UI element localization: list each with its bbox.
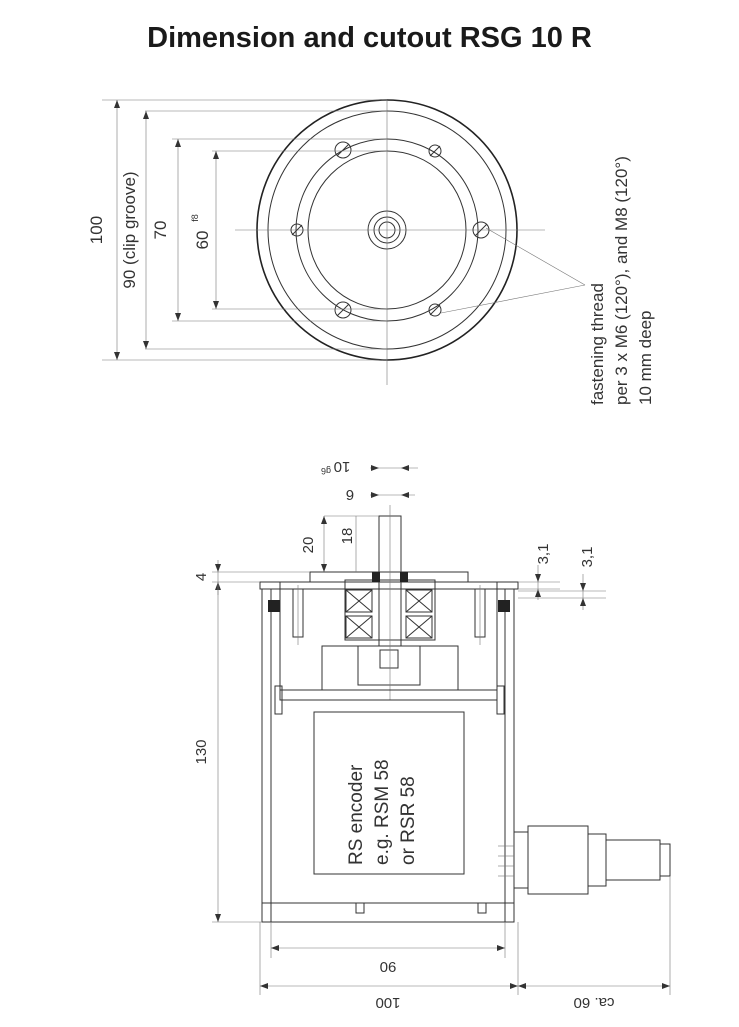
dim-line-70: [175, 139, 181, 321]
dim-18-label: 18: [339, 528, 356, 545]
dim-90-bottom-label: 90: [380, 958, 397, 975]
m6-hole-bottom-right: [428, 303, 442, 317]
bearing-left: [345, 589, 373, 639]
m8-hole-bottom-left: [334, 301, 352, 319]
housing-body-section: [279, 571, 498, 691]
dim-line-100: [114, 100, 120, 360]
side-view: RS encoder e.g. RSM 58 or RSR 58 10 g6 6: [193, 458, 671, 1011]
m6-hole-top-right: [428, 144, 442, 158]
thread-note-line-3: 10 mm deep: [636, 311, 655, 406]
bottom-cover: [261, 902, 515, 923]
dim-line-90: [143, 111, 149, 349]
coupling-section: [357, 645, 421, 686]
dim-ca60-label: ca. 60: [574, 994, 615, 1011]
dim-4-label: 4: [193, 573, 210, 581]
top-flange: [259, 581, 519, 590]
dim-100-label: 100: [87, 216, 106, 244]
dim-60-label: 60: [193, 231, 212, 250]
drawing-title: Dimension and cutout RSG 10 R: [147, 22, 592, 54]
front-view: 100 90 (clip groove) 70 60 f8 fastening …: [87, 99, 655, 406]
thread-leader-line-2: [440, 284, 586, 314]
dim-10-tolerance: g6: [321, 466, 331, 476]
left-housing-wall: [261, 588, 272, 923]
encoder-mount-plate: [279, 689, 498, 701]
dim-60-tolerance: f8: [190, 214, 200, 222]
dim-6-label: 6: [346, 486, 354, 503]
m6-hole-left: [290, 223, 304, 237]
encoder-label-line-3: or RSR 58: [398, 776, 419, 865]
clip-right: [498, 600, 510, 612]
dim-3-1-label-a: 3,1: [535, 544, 552, 565]
thread-note-line-2: per 3 x M6 (120°), and M8 (120°): [612, 156, 631, 405]
dim-100-bottom-label: 100: [375, 994, 400, 1011]
seal-right: [400, 572, 408, 582]
dim-70-label: 70: [151, 221, 170, 240]
dim-line-60: [213, 151, 219, 309]
right-housing-wall: [504, 588, 515, 923]
screw-right: [474, 585, 486, 645]
bearing-right: [405, 589, 433, 639]
clip-left: [268, 600, 280, 612]
encoder-label-line-1: RS encoder: [346, 764, 367, 865]
dim-90-label: 90 (clip groove): [120, 171, 139, 288]
thread-note-line-1: fastening thread: [588, 283, 607, 405]
encoder-body: [313, 711, 465, 875]
dim-10-label: 10: [334, 458, 351, 475]
screw-left: [292, 585, 304, 645]
dim-130-label: 130: [193, 739, 210, 764]
cable-connector: [498, 825, 671, 895]
dim-3-1-label-b: 3,1: [579, 547, 596, 568]
m8-hole-top-left: [334, 141, 352, 159]
thread-leader-line-1: [485, 227, 586, 286]
encoder-label-line-2: e.g. RSM 58: [372, 759, 393, 865]
dim-20-label: 20: [300, 537, 317, 554]
seal-left: [372, 572, 380, 582]
